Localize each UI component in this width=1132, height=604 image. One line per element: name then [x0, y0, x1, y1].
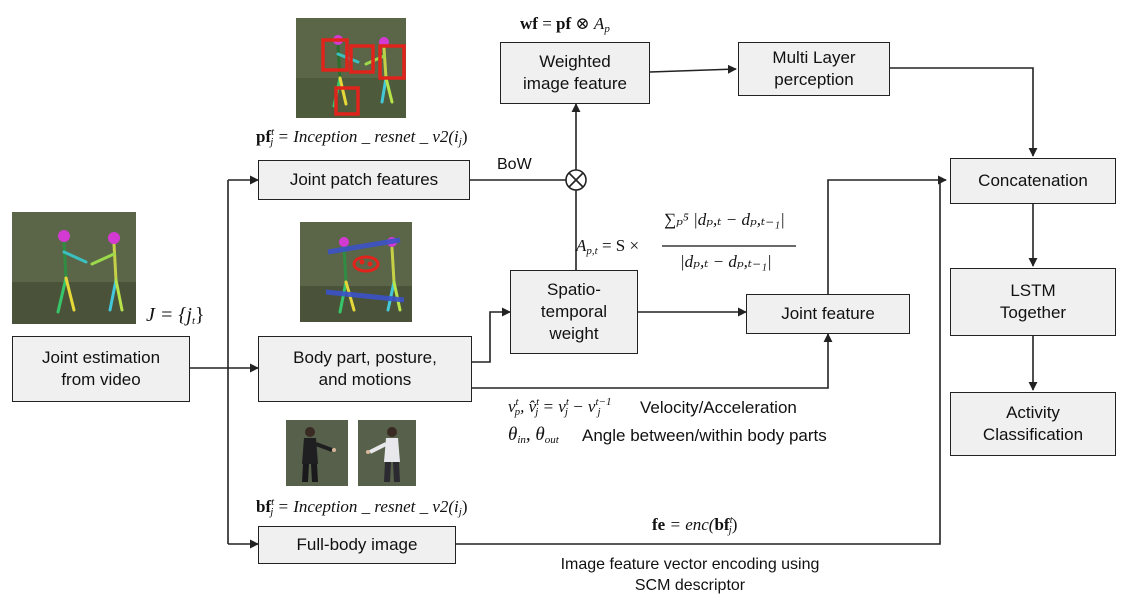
bow-label: BoW: [497, 156, 532, 173]
joint-estimation-photo: [12, 212, 136, 324]
weight-formula: Ap,t = S ×: [576, 236, 640, 257]
spatio-temporal-weight-box: Spatio- temporal weight: [510, 270, 638, 354]
arrow-weighted-to-mlp: [649, 64, 737, 74]
weight-formula-denominator: |dₚ,ₜ − dₚ,ₜ₋₁|: [680, 252, 772, 271]
joint-feature-box: Joint feature: [746, 294, 910, 334]
joint-patch-photo: [296, 18, 406, 118]
joint-patch-features-box: Joint patch features: [258, 160, 470, 200]
full-body-image-box: Full-body image: [258, 526, 456, 564]
velocity-formula: vtp, v̂tj = vtj − vt−1j: [508, 396, 612, 418]
joint-estimation-box: Joint estimation from video: [12, 336, 190, 402]
joint-set-formula: J = {jt}: [146, 304, 205, 327]
lstm-box: LSTM Together: [950, 268, 1116, 336]
line-fullbody-to-concat: [456, 180, 941, 545]
weighted-image-feature-box: Weighted image feature: [500, 42, 650, 104]
velocity-label: Velocity/Acceleration: [640, 398, 797, 417]
body-part-photo: [300, 222, 412, 322]
arrow-to-spatio: [472, 307, 511, 363]
angle-formula: θin, θout: [508, 424, 559, 446]
concatenation-box: Concatenation: [950, 158, 1116, 204]
angle-label: Angle between/within body parts: [582, 426, 827, 445]
full-body-photo-1: [286, 420, 348, 486]
arrow-bodypart-to-joint-feature: [472, 333, 833, 389]
bf-formula: bftj = Inception _ resnet _ v2(ij): [256, 496, 468, 518]
otimes-operator: [565, 169, 587, 191]
pf-formula: pftj = Inception _ resnet _ v2(ij): [256, 126, 468, 148]
arrow-joint-feature-to-concat: [827, 175, 947, 294]
weight-formula-numerator: ∑ₚ⁵ |dₚ,ₜ − dₚ,ₜ₋₁|: [664, 210, 785, 229]
activity-classification-box: Activity Classification: [950, 392, 1116, 456]
arrow-mlp-to-concat: [890, 67, 1038, 157]
body-part-box: Body part, posture, and motions: [258, 336, 472, 402]
full-body-photo-2: [358, 420, 416, 486]
mlp-box: Multi Layer perception: [738, 42, 890, 96]
wf-formula: wf = pf ⊗ Ap: [520, 14, 610, 35]
fe-formula: fe = enc(bftj): [652, 514, 738, 536]
encoding-caption: Image feature vector encoding using SCM …: [560, 556, 820, 594]
